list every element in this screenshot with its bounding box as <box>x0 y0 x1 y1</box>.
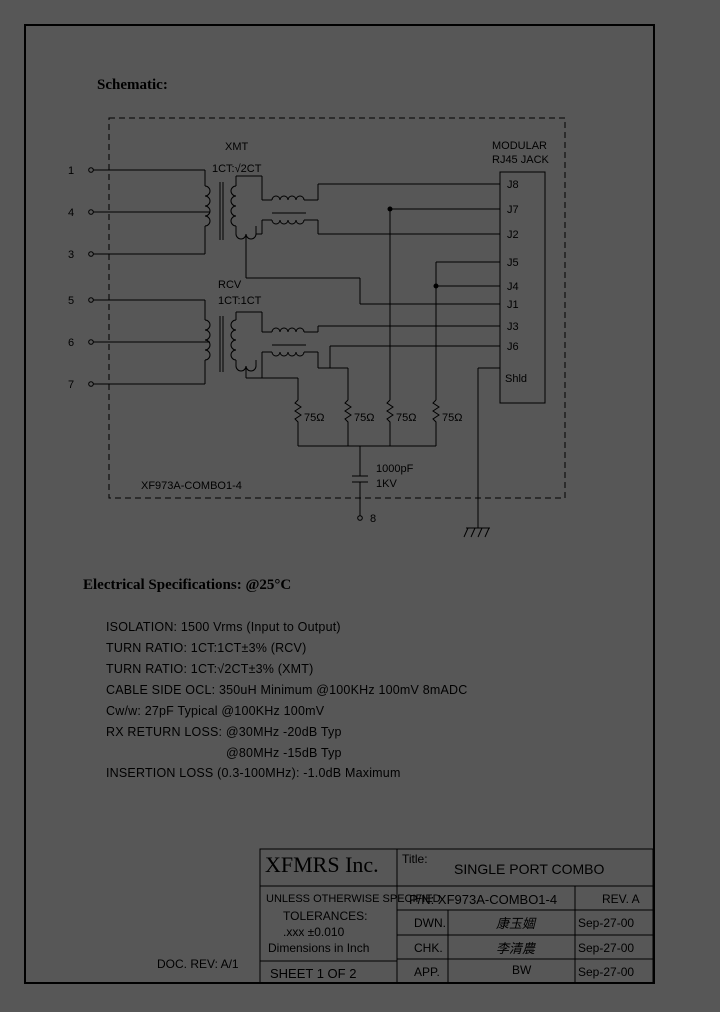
pin-label: 5 <box>68 295 74 307</box>
ground-symbol <box>463 367 500 538</box>
pin-label: 7 <box>68 379 74 391</box>
drawing-title: SINGLE PORT COMBO <box>454 861 605 877</box>
jack-pin: J3 <box>507 321 519 333</box>
spec-line: INSERTION LOSS (0.3-100MHz): -1.0dB Maxi… <box>106 766 401 780</box>
rcv-choke <box>261 312 500 369</box>
jack-pin: J8 <box>507 179 519 191</box>
xmt-ratio: 1CT:√2CT <box>212 163 262 175</box>
spec-line: Cw/w: 27pF Typical @100KHz 100mV <box>106 704 325 718</box>
rcv-transformer <box>204 300 263 384</box>
rj45-jack <box>499 171 546 404</box>
spec-line: ISOLATION: 1500 Vrms (Input to Output) <box>106 620 341 634</box>
chk-label: CHK. <box>414 941 443 955</box>
xmt-label: XMT <box>225 141 249 153</box>
jack-pin: J5 <box>507 257 519 269</box>
jack-pin: J4 <box>507 281 519 293</box>
unless-specified: UNLESS OTHERWISE SPECIFIED <box>266 893 441 905</box>
cap-value: 1000pF <box>376 463 414 475</box>
resistor-4 <box>432 399 440 446</box>
sheet-number: SHEET 1 OF 2 <box>270 966 357 981</box>
schematic-boundary <box>108 117 566 499</box>
xmt-choke <box>256 176 500 235</box>
schematic-heading: Schematic: <box>97 77 168 93</box>
capacitor <box>352 446 368 521</box>
jack-pin: J7 <box>507 204 519 216</box>
jack-title-2: RJ45 JACK <box>492 154 550 166</box>
resistor-2 <box>344 399 352 446</box>
jack-pin: J1 <box>507 299 519 311</box>
pin-8-label: 8 <box>370 513 376 525</box>
electrical-heading: Electrical Specifications: @25°C <box>83 577 292 593</box>
spec-line: RX RETURN LOSS: @30MHz -20dB Typ <box>106 725 342 739</box>
app-signature: BW <box>512 963 532 977</box>
dwn-signature: 康玉婟 <box>496 917 536 932</box>
part-number: P/N: XF973A-COMBO1-4 <box>409 892 558 907</box>
rcv-label: RCV <box>218 279 242 291</box>
chk-date: Sep-27-00 <box>578 941 635 955</box>
pin-label: 4 <box>68 207 74 219</box>
spec-line: TURN RATIO: 1CT:√2CT±3% (XMT) <box>106 662 314 676</box>
dwn-label: DWN. <box>414 916 446 930</box>
title-label: Title: <box>402 852 428 866</box>
spec-line: CABLE SIDE OCL: 350uH Minimum @100KHz 10… <box>106 683 468 697</box>
dimensions-unit: Dimensions in Inch <box>268 941 370 955</box>
left-pin-leads <box>88 167 210 387</box>
resistor-value: 75Ω <box>442 412 462 424</box>
jack-title-1: MODULAR <box>492 140 547 152</box>
company-name: XFMRS Inc. <box>265 852 379 877</box>
pin-label: 6 <box>68 337 74 349</box>
rcv-ratio: 1CT:1CT <box>218 295 262 307</box>
spec-line: @80MHz -15dB Typ <box>226 746 342 760</box>
app-date: Sep-27-00 <box>578 965 635 979</box>
schematic-diagram: 1 4 3 5 6 7 XMT 1CT:√2CT RCV 1CT:1CT MOD… <box>68 117 566 538</box>
resistor-1 <box>294 399 302 446</box>
cap-voltage: 1KV <box>376 478 397 490</box>
revision: REV. A <box>602 892 640 906</box>
tolerances-label: TOLERANCES: <box>283 909 368 923</box>
resistor-value: 75Ω <box>354 412 374 424</box>
doc-revision: DOC. REV: A/1 <box>157 957 239 971</box>
xmt-transformer <box>204 170 262 278</box>
jack-pin: Shld <box>505 373 527 385</box>
dwn-date: Sep-27-00 <box>578 916 635 930</box>
tolerance-value: .xxx ±0.010 <box>283 925 345 939</box>
jack-pin: J2 <box>507 229 519 241</box>
part-label: XF973A-COMBO1-4 <box>141 480 242 492</box>
pin-label: 1 <box>68 165 74 177</box>
resistor-value: 75Ω <box>396 412 416 424</box>
pin-label: 3 <box>68 249 74 261</box>
chk-signature: 李清農 <box>496 942 536 957</box>
spec-line: TURN RATIO: 1CT:1CT±3% (RCV) <box>106 641 307 655</box>
app-label: APP. <box>414 965 440 979</box>
resistor-3 <box>386 399 394 446</box>
jack-pin: J6 <box>507 341 519 353</box>
resistor-value: 75Ω <box>304 412 324 424</box>
